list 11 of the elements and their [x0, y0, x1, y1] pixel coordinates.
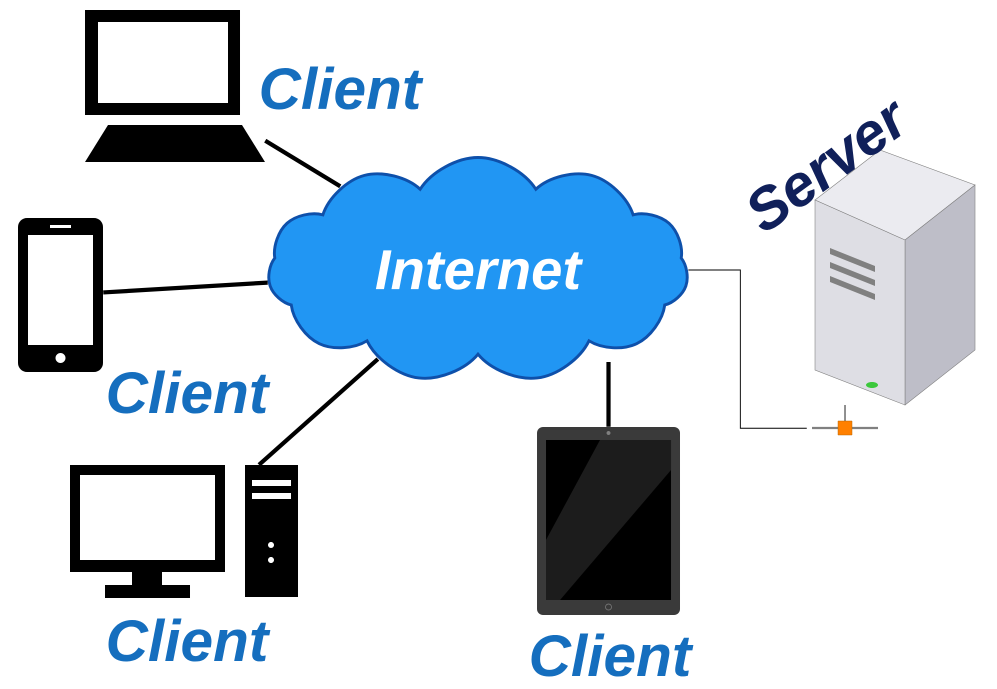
connection-line	[103, 280, 268, 295]
tablet-drawing	[537, 427, 680, 615]
connection-line	[688, 270, 808, 429]
desktop-drawing	[70, 465, 298, 598]
connection-line	[606, 362, 611, 427]
connection-line	[258, 357, 380, 466]
connection-line	[264, 138, 342, 188]
device-label: Client	[532, 634, 694, 677]
device-label: Client	[262, 66, 424, 110]
phone-drawing	[18, 218, 103, 372]
device-label: Client	[108, 618, 270, 662]
